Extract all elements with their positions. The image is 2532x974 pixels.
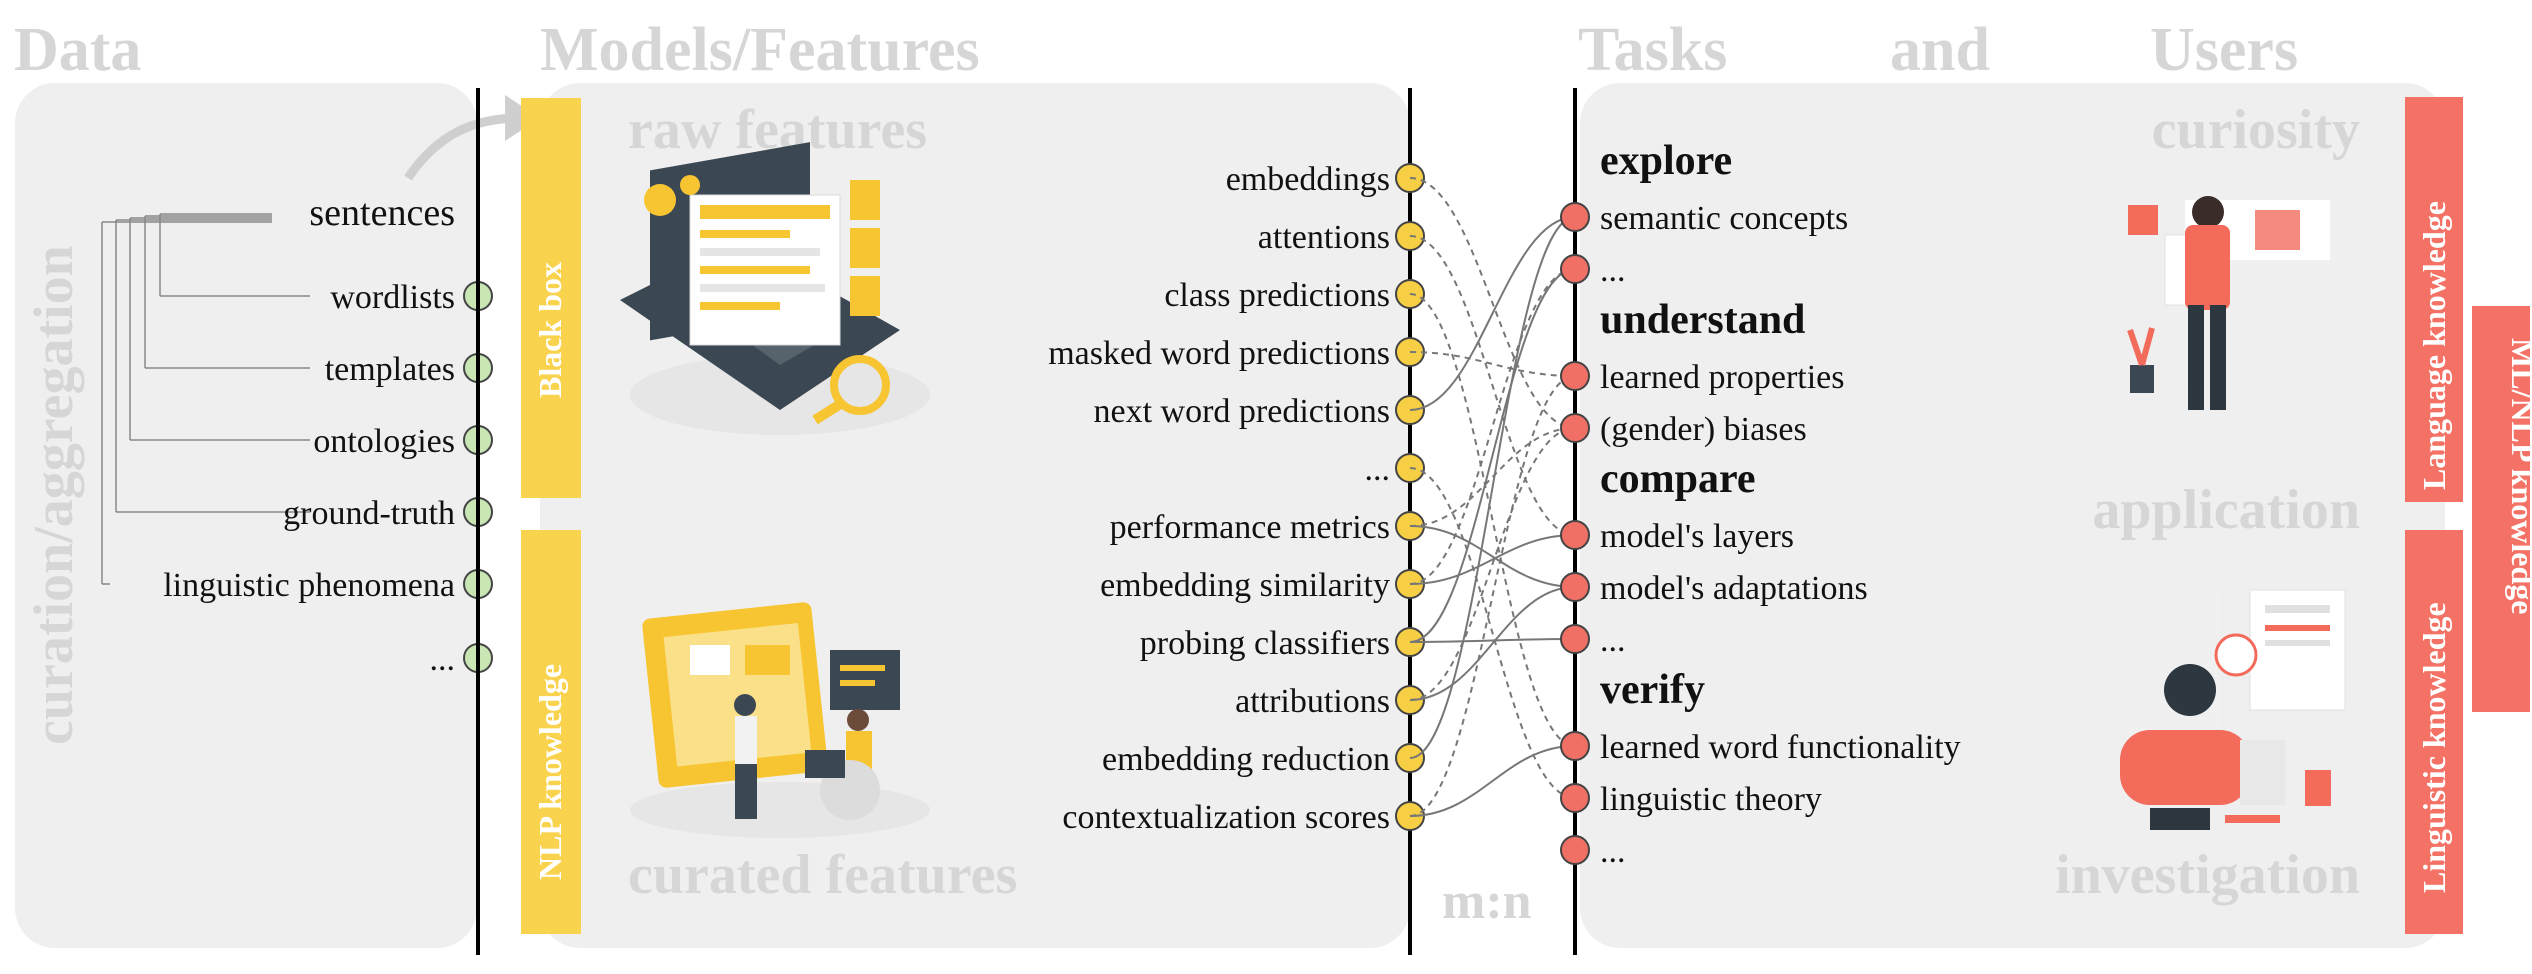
team-illustration (630, 602, 930, 838)
feature-label: embedding reduction (1102, 741, 1390, 778)
task-group-title: compare (1600, 456, 1756, 502)
task-dot (1560, 783, 1590, 813)
feature-label: next word predictions (1094, 393, 1391, 430)
heading-data: Data (14, 16, 141, 84)
task-item-label: linguistic theory (1600, 781, 1822, 818)
heading-tasks: Tasks (1578, 16, 1727, 84)
data-item-label: ground-truth (283, 495, 455, 532)
sentences-label: sentences (309, 192, 455, 234)
mapping-label: m:n (1442, 873, 1532, 930)
linguistic-knowledge-bar (2405, 530, 2463, 934)
feature-task-link (1409, 525, 1576, 588)
black-box-label: Black box (532, 262, 568, 398)
application-label: application (2092, 479, 2360, 541)
feature-task-link (1409, 467, 1576, 799)
feature-label: embedding similarity (1100, 567, 1390, 604)
feature-task-link (1409, 586, 1576, 701)
task-item-label: ... (1600, 833, 1626, 870)
data-item-label: ontologies (313, 423, 455, 460)
heading-models: Models/Features (540, 16, 980, 84)
task-item-label: semantic concepts (1600, 200, 1848, 237)
feature-task-link (1409, 216, 1576, 411)
language-knowledge-bar (2405, 97, 2463, 502)
task-dot (1560, 624, 1590, 654)
heading-and: and (1890, 16, 1990, 84)
task-item-label: (gender) biases (1600, 411, 1807, 448)
feature-label: ... (1365, 451, 1391, 488)
ml-nlp-knowledge-bar (2472, 306, 2530, 712)
task-item-label: model's adaptations (1600, 570, 1868, 607)
ml-nlp-knowledge-label: ML/NLP knowledge (2505, 338, 2532, 614)
feature-label: contextualization scores (1062, 799, 1390, 836)
laptop-illustration (620, 142, 930, 435)
data-item-label: templates (325, 351, 455, 388)
feature-label: performance metrics (1110, 509, 1390, 546)
task-dots (1560, 202, 1590, 865)
language-knowledge-label: Language knowledge (2416, 201, 2452, 490)
feature-task-link (1409, 427, 1576, 527)
feature-label: attributions (1235, 683, 1390, 720)
task-item-label: ... (1600, 622, 1626, 659)
data-item-label: wordlists (330, 279, 455, 316)
task-group-title: verify (1600, 667, 1705, 713)
data-tree (101, 213, 310, 585)
investigation-label: investigation (2055, 844, 2360, 906)
feature-task-link (1409, 351, 1576, 377)
feature-task-link (1409, 235, 1576, 536)
task-dot (1560, 572, 1590, 602)
task-group-title: explore (1600, 138, 1732, 184)
task-dot (1560, 202, 1590, 232)
task-dot (1560, 254, 1590, 284)
feature-task-link (1409, 216, 1576, 759)
task-item-label: learned word functionality (1600, 729, 1961, 766)
data-item-label: linguistic phenomena (163, 567, 455, 604)
task-group-title: understand (1600, 297, 1805, 343)
feature-task-link (1409, 268, 1576, 643)
feature-task-link (1409, 293, 1576, 747)
feature-label: embeddings (1226, 161, 1390, 198)
task-dot (1560, 413, 1590, 443)
feature-task-link (1409, 375, 1576, 817)
feature-label: class predictions (1164, 277, 1390, 314)
task-dot (1560, 361, 1590, 391)
connections (1409, 177, 1576, 817)
task-item-label: model's layers (1600, 518, 1794, 555)
feature-label: attentions (1258, 219, 1390, 256)
curiosity-label: curiosity (2152, 99, 2360, 161)
task-dot (1560, 520, 1590, 550)
linguistic-knowledge-label: Linguistic knowledge (2416, 602, 2452, 893)
data-items: wordlists templates ontologies ground-truth… (163, 279, 493, 678)
feature-task-link (1409, 638, 1576, 643)
feature-task-link (1409, 534, 1576, 585)
nlp-knowledge-label: NLP knowledge (532, 664, 568, 880)
task-list: explore semantic concepts... understand lea… (1600, 138, 1961, 870)
feature-task-link (1409, 745, 1576, 817)
data-item-label: ... (430, 641, 456, 678)
task-item-label: learned properties (1600, 359, 1845, 396)
task-item-label: ... (1600, 252, 1626, 289)
heading-users: Users (2150, 16, 2298, 84)
presenter-illustration (2127, 185, 2345, 410)
curated-features-label: curated features (628, 844, 1017, 906)
task-dot (1560, 731, 1590, 761)
task-dot (1560, 835, 1590, 865)
feature-label: probing classifiers (1140, 625, 1390, 662)
feature-task-link (1409, 177, 1576, 429)
curation-aggregation-label: curation/aggregation (23, 245, 85, 745)
feature-label: masked word predictions (1048, 335, 1390, 372)
black-box-bar (521, 98, 581, 498)
feature-task-link (1409, 427, 1576, 701)
nlp-knowledge-bar (521, 530, 581, 934)
investigator-illustration (2115, 589, 2346, 830)
